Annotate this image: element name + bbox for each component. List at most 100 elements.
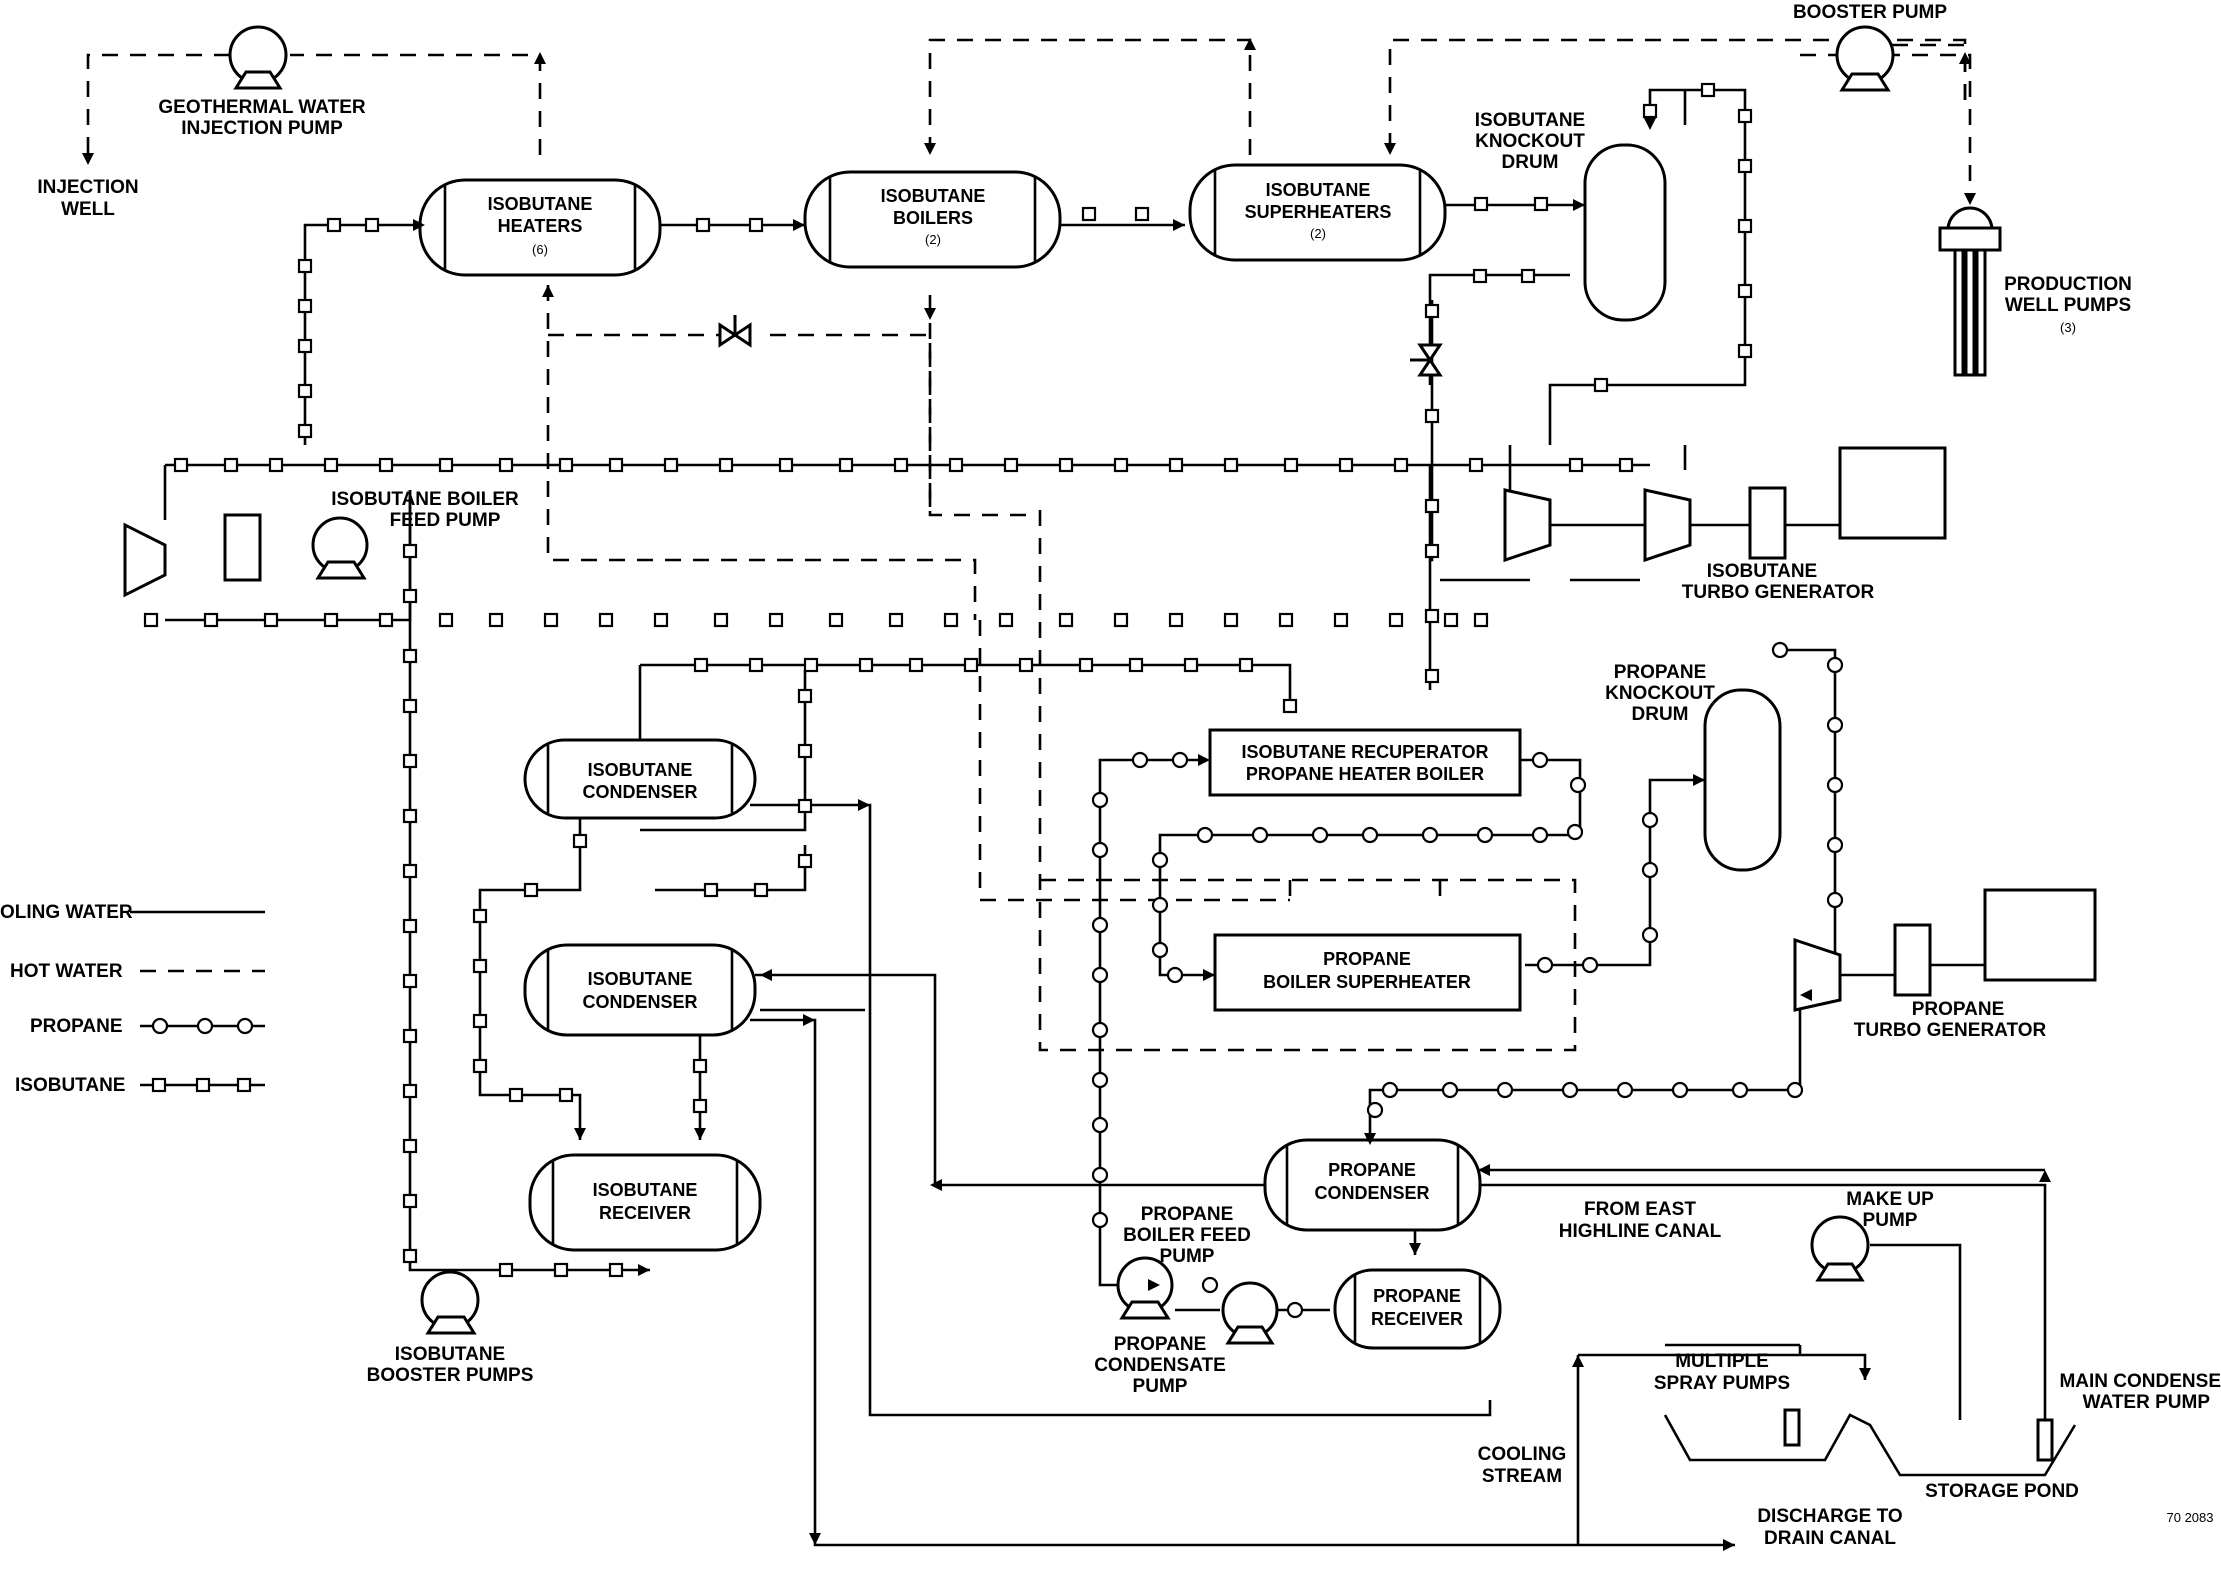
from-east-canal-label-2: HIGHLINE CANAL bbox=[1559, 1221, 1722, 1242]
make-up-pump-icon bbox=[1810, 1215, 1870, 1282]
isobutane-knockout-label-2: KNOCKOUT bbox=[1475, 131, 1585, 152]
propane-tg-label-1: PROPANE bbox=[1912, 999, 2005, 1020]
isobutane-heaters-label-2: HEATERS bbox=[498, 216, 583, 236]
propane-condensate-label-1: PROPANE bbox=[1114, 1334, 1207, 1355]
propane-boiler-feed-pump-icon bbox=[1116, 1256, 1174, 1320]
propane-condenser-label-2: CONDENSER bbox=[1314, 1183, 1429, 1203]
isobutane-superheaters-label-1: ISOBUTANE bbox=[1266, 180, 1371, 200]
propane-feed-pump-label-1: PROPANE bbox=[1141, 1204, 1234, 1225]
isobutane-superheaters-label-3: (2) bbox=[1310, 226, 1326, 241]
legend-cooling-water-label: OLING WATER bbox=[0, 902, 133, 923]
production-well-pumps-label-2: WELL PUMPS bbox=[2005, 295, 2131, 316]
isobutane-receiver-vessel: ISOBUTANE RECEIVER bbox=[528, 1153, 762, 1252]
isobutane-superheaters-label-2: SUPERHEATERS bbox=[1245, 202, 1392, 222]
spray-pump-1-icon bbox=[1783, 1408, 1801, 1447]
legend-hot-water-label: HOT WATER bbox=[10, 961, 123, 982]
propane-knockout-drum bbox=[1703, 688, 1782, 872]
propane-condenser-vessel: PROPANE CONDENSER bbox=[1263, 1138, 1482, 1232]
isobutane-tg-label-1: ISOBUTANE bbox=[1707, 561, 1817, 582]
isobutane-booster-label-2: BOOSTER PUMPS bbox=[367, 1365, 534, 1386]
discharge-label-2: DRAIN CANAL bbox=[1764, 1528, 1896, 1549]
isobutane-condenser-2-label-1: ISOBUTANE bbox=[588, 969, 693, 989]
storage-pond-outline bbox=[1663, 1413, 2077, 1477]
isobutane-receiver-label-1: ISOBUTANE bbox=[593, 1180, 698, 1200]
isobutane-superheaters-vessel: ISOBUTANE SUPERHEATERS (2) bbox=[1188, 163, 1447, 262]
booster-pump-label: BOOSTER PUMP bbox=[1793, 2, 1947, 23]
booster-pump-icon bbox=[1835, 25, 1895, 92]
isobutane-boiler-feed-pump-icon bbox=[311, 516, 369, 580]
isobutane-condenser-1-label-2: CONDENSER bbox=[582, 782, 697, 802]
isobutane-tg-label-2: TURBO GENERATOR bbox=[1682, 582, 1875, 603]
injection-well-label-2: WELL bbox=[61, 199, 115, 220]
main-condenser-pump-label-2: WATER PUMP bbox=[2083, 1392, 2211, 1413]
from-east-canal-label-1: FROM EAST bbox=[1584, 1199, 1696, 1220]
isobutane-condenser-1-label-1: ISOBUTANE bbox=[588, 760, 693, 780]
make-up-pump-label-1: MAKE UP bbox=[1846, 1189, 1934, 1210]
legend-isobutane-label: ISOBUTANE bbox=[15, 1075, 125, 1096]
boiler-feed-pump-label-2: FEED PUMP bbox=[390, 510, 501, 531]
propane-condenser-label-1: PROPANE bbox=[1328, 1160, 1416, 1180]
storage-pond-label: STORAGE POND bbox=[1925, 1481, 2079, 1502]
recuperator-label-1: ISOBUTANE RECUPERATOR bbox=[1241, 742, 1488, 762]
propane-boiler-superheater-label-1: PROPANE bbox=[1323, 949, 1411, 969]
isobutane-turbine-1-icon bbox=[1503, 488, 1552, 563]
isobutane-condenser-1-vessel: ISOBUTANE CONDENSER bbox=[523, 738, 757, 820]
discharge-label-1: DISCHARGE TO bbox=[1757, 1506, 1902, 1527]
propane-boiler-superheater-label-2: BOILER SUPERHEATER bbox=[1263, 972, 1471, 992]
geothermal-pump-label-1: GEOTHERMAL WATER bbox=[158, 97, 366, 118]
propane-knockout-label-1: PROPANE bbox=[1614, 662, 1707, 683]
isobutane-boilers-vessel: ISOBUTANE BOILERS (2) bbox=[803, 170, 1062, 269]
propane-receiver-label-2: RECEIVER bbox=[1371, 1309, 1463, 1329]
flow-arrowheads bbox=[82, 38, 2051, 1551]
propane-generator bbox=[1983, 888, 2097, 982]
hot-water-lines bbox=[86, 38, 1972, 1052]
isobutane-boilers-label-3: (2) bbox=[925, 232, 941, 247]
main-condenser-pump-label-1: MAIN CONDENSE bbox=[2059, 1371, 2221, 1392]
propane-receiver-label-1: PROPANE bbox=[1373, 1286, 1461, 1306]
propane-receiver-vessel: PROPANE RECEIVER bbox=[1333, 1268, 1502, 1350]
propane-condensate-label-2: CONDENSATE bbox=[1094, 1355, 1226, 1376]
isobutane-valve-icon bbox=[1410, 343, 1443, 377]
propane-feed-pump-label-3: PUMP bbox=[1160, 1246, 1215, 1267]
cooling-stream-label-1: COOLING bbox=[1478, 1444, 1567, 1465]
drawing-number: 70 2083 bbox=[2167, 1510, 2214, 1525]
isobutane-receiver-label-2: RECEIVER bbox=[599, 1203, 691, 1223]
propane-condensate-pump-icon bbox=[1221, 1281, 1279, 1345]
feed-turbine-motor bbox=[223, 513, 262, 582]
cooling-stream-label-2: STREAM bbox=[1482, 1466, 1562, 1487]
isobutane-condenser-2-vessel: ISOBUTANE CONDENSER bbox=[523, 943, 757, 1037]
legend: OLING WATER HOT WATER PROPANE ISOBUTANE bbox=[0, 902, 265, 1096]
isobutane-heaters-label-1: ISOBUTANE bbox=[488, 194, 593, 214]
annotations: BOOSTER PUMP GEOTHERMAL WATER INJECTION … bbox=[37, 2, 2221, 1549]
production-well-pumps-label-1: PRODUCTION bbox=[2004, 274, 2132, 295]
isobutane-knockout-label-1: ISOBUTANE bbox=[1475, 110, 1585, 131]
propane-knockout-label-3: DRUM bbox=[1632, 704, 1689, 725]
boiler-feed-pump-label-1: ISOBUTANE BOILER bbox=[331, 489, 519, 510]
propane-knockout-label-2: KNOCKOUT bbox=[1605, 683, 1715, 704]
main-condenser-water-pump-icon bbox=[2036, 1418, 2054, 1462]
production-well-pumps-icon bbox=[1938, 206, 2002, 377]
isobutane-knockout-drum bbox=[1583, 143, 1667, 322]
legend-propane-label: PROPANE bbox=[30, 1016, 123, 1037]
propane-generator-motor bbox=[1893, 923, 1932, 997]
make-up-pump-label-2: PUMP bbox=[1863, 1210, 1918, 1231]
isobutane-generator bbox=[1838, 446, 1947, 540]
isobutane-recuperator-vessel: ISOBUTANE RECUPERATOR PROPANE HEATER BOI… bbox=[1208, 728, 1522, 797]
isobutane-markers bbox=[143, 82, 1753, 1278]
production-well-pumps-label-3: (3) bbox=[2060, 320, 2076, 335]
isobutane-feed-turbine-icon bbox=[123, 522, 167, 598]
injection-well-label-1: INJECTION bbox=[37, 177, 138, 198]
propane-tg-label-2: TURBO GENERATOR bbox=[1854, 1020, 2047, 1041]
isobutane-heaters-vessel: ISOBUTANE HEATERS (6) bbox=[418, 178, 662, 277]
isobutane-turbine-2-icon bbox=[1643, 488, 1692, 563]
isobutane-booster-label-1: ISOBUTANE bbox=[395, 1344, 505, 1365]
cooling-water-lines bbox=[750, 803, 2047, 1547]
isobutane-boilers-label-1: ISOBUTANE bbox=[881, 186, 986, 206]
isobutane-generator-motor bbox=[1748, 486, 1787, 560]
spray-pumps-label-2: SPRAY PUMPS bbox=[1654, 1373, 1790, 1394]
isobutane-booster-pump-icon bbox=[420, 1270, 480, 1335]
isobutane-heaters-label-3: (6) bbox=[532, 242, 548, 257]
spray-pumps-label-1: MULTIPLE bbox=[1675, 1351, 1769, 1372]
propane-boiler-superheater-vessel: PROPANE BOILER SUPERHEATER bbox=[1213, 933, 1522, 1012]
